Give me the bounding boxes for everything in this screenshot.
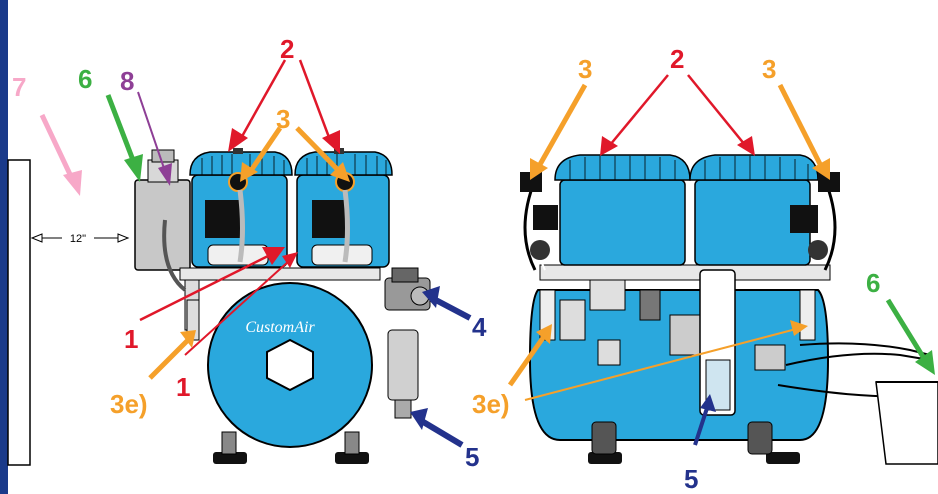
head-cover-front-left: [554, 154, 691, 181]
left-frame-bar: [0, 0, 8, 494]
motor-front-left: [559, 179, 686, 266]
callout-7: 7: [12, 72, 26, 102]
manifold: [589, 279, 626, 311]
callout-3e-right: 3e): [472, 389, 510, 419]
callout-2-right: 2: [670, 44, 684, 74]
motor-left-capacitor: [205, 200, 240, 238]
brand-label: CustomAir: [245, 319, 315, 336]
compressor-front-view: [520, 154, 938, 465]
callout-6-right: 6: [866, 268, 880, 298]
intake-front-left: [520, 172, 542, 192]
dimension-label: 12": [70, 233, 86, 245]
foot: [335, 452, 369, 464]
callout-4: 4: [472, 312, 487, 342]
control-box: [134, 179, 191, 271]
intake-front-right: [818, 172, 840, 192]
compressor-side-view: CustomAir: [134, 148, 431, 464]
callout-6-left: 6: [78, 64, 92, 94]
callout-3-right-a: 3: [578, 54, 592, 84]
callout-3e-left: 3e): [110, 389, 148, 419]
callout-3-left: 3: [276, 104, 290, 134]
foot: [213, 452, 247, 464]
callout-3-right-b: 3: [762, 54, 776, 84]
drain-valve-front-right: [799, 289, 816, 341]
motor-right-capacitor: [312, 200, 347, 238]
callout-8: 8: [120, 66, 134, 96]
drain-bucket: [875, 381, 938, 465]
foot: [588, 452, 622, 464]
foot: [766, 452, 800, 464]
callout-1-a: 1: [124, 324, 138, 354]
head-cover-front-right: [689, 154, 819, 181]
frame-rail-front: [539, 264, 831, 281]
wall-panel: [7, 159, 31, 466]
callout-2-left: 2: [280, 34, 294, 64]
tank-front: [528, 289, 830, 441]
filter-bowl: [387, 329, 419, 401]
head-cover-left: [189, 151, 293, 176]
callout-5-right: 5: [684, 464, 698, 494]
callout-5-left: 5: [465, 442, 479, 472]
clearance-dimension: 12": [30, 231, 130, 245]
callout-1-b: 1: [176, 372, 190, 402]
tank-hex-plug: [266, 338, 314, 392]
